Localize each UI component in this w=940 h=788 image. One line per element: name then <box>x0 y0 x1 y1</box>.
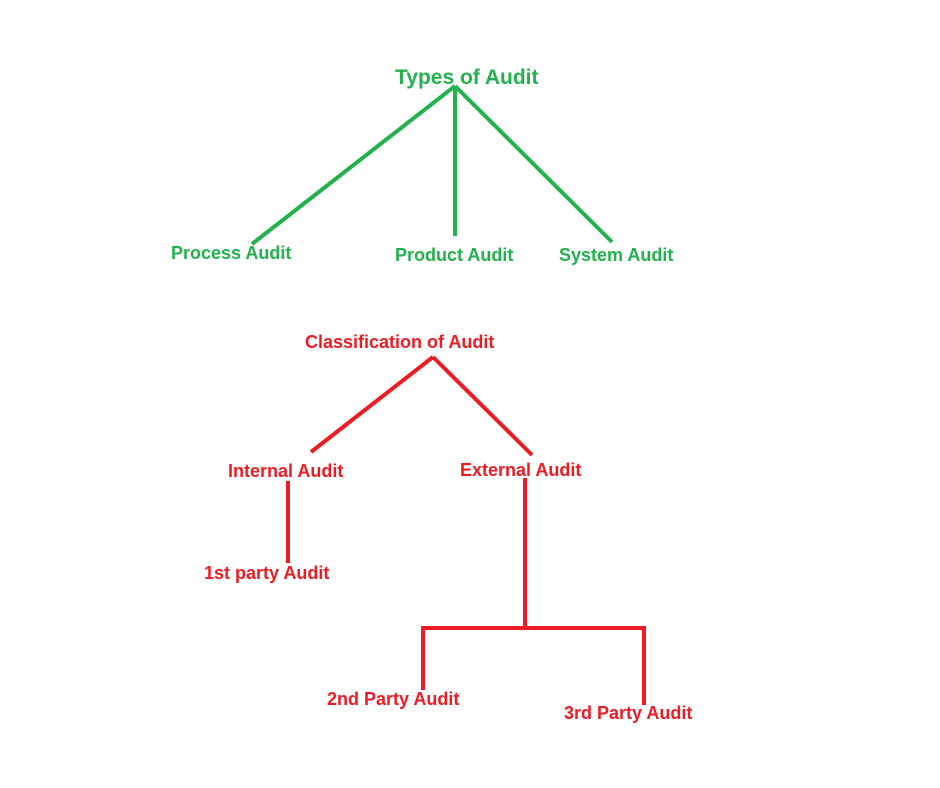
node-3rd-party-audit: 3rd Party Audit <box>564 703 693 723</box>
node-system-audit: System Audit <box>559 245 674 265</box>
connector-classification-to-external <box>431 355 534 457</box>
node-1st-party-audit: 1st party Audit <box>204 563 330 583</box>
node-2nd-party-audit: 2nd Party Audit <box>327 689 460 709</box>
connector-classification-to-internal <box>309 355 435 454</box>
node-process-audit: Process Audit <box>171 243 292 263</box>
connector-types-to-system <box>453 84 614 244</box>
types-of-audit-title: Types of Audit <box>395 66 539 89</box>
node-external-audit: External Audit <box>460 460 582 480</box>
node-product-audit: Product Audit <box>395 245 514 265</box>
node-internal-audit: Internal Audit <box>228 461 344 481</box>
classification-of-audit-title: Classification of Audit <box>305 332 495 352</box>
connector-types-to-process <box>250 84 457 246</box>
